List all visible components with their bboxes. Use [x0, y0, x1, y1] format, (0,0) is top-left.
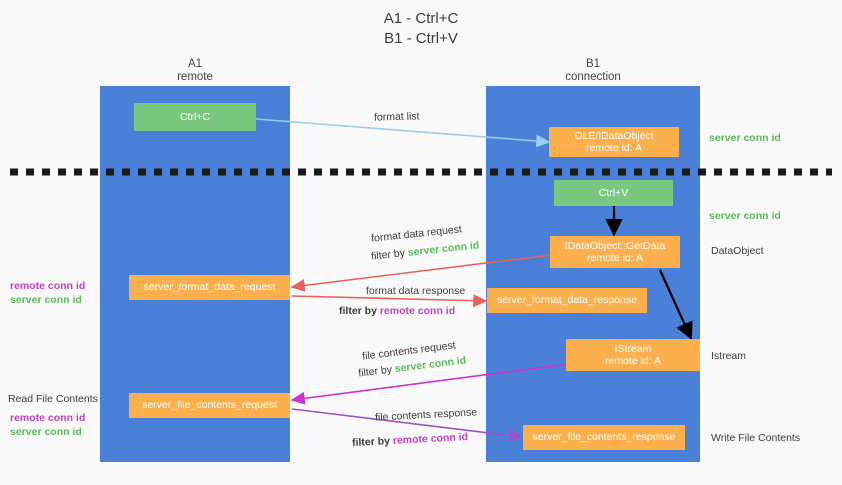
page-title: A1 - Ctrl+C B1 - Ctrl+V [0, 9, 842, 49]
edge-label-format-data-response-filter: filter by remote conn id [339, 305, 455, 318]
box-server-format-data-request-label: server_format_data_request [143, 281, 276, 294]
lane-header-b1-sub: connection [565, 71, 621, 83]
box-istream-line1: IStream [614, 342, 652, 355]
filter-value-remote-conn-id-2: remote conn id [392, 430, 469, 447]
title-line-2: B1 - Ctrl+V [384, 30, 458, 47]
lane-header-b1-name: B1 [585, 58, 601, 70]
box-idataobject-getdata-line1: IDataObject::GetData [564, 239, 666, 252]
box-server-file-contents-request-label: server_file_contents_request [142, 399, 277, 412]
right-label-istream: Istream [711, 350, 747, 362]
box-istream[interactable]: IStream remote id: A [566, 339, 700, 371]
box-server-file-contents-request[interactable]: server_file_contents_request [129, 393, 290, 418]
box-istream-line2: remote id: A [604, 355, 662, 367]
box-server-file-contents-response[interactable]: server_file_contents_response [523, 425, 685, 450]
box-server-format-data-request[interactable]: server_format_data_request [129, 275, 290, 300]
right-label-server-conn-id-1: server conn id [709, 132, 781, 144]
right-label-write-file-contents: Write File Contents [711, 432, 801, 444]
box-ole-idataobject[interactable]: OLE/IDataObject remote id: A [549, 127, 679, 157]
right-label-server-conn-id-2: server conn id [709, 210, 781, 222]
lane-header-a1-name: A1 [187, 58, 203, 70]
filter-prefix-2: filter by [339, 305, 380, 317]
edge-label-format-data-response: format data response [366, 285, 466, 297]
title-line-1: A1 - Ctrl+C [383, 10, 459, 27]
right-label-dataobject: DataObject [711, 245, 764, 257]
arrow-format-data-response [291, 294, 488, 308]
box-ole-idataobject-line1: OLE/IDataObject [574, 129, 654, 142]
arrow-format-data-request [290, 254, 552, 292]
left-label-server-conn-id-1: server conn id [10, 294, 82, 306]
lane-header-b1: B1 connection [503, 58, 683, 84]
arrow-getdata-to-istream [658, 269, 693, 341]
box-server-file-contents-response-label: server_file_contents_response [532, 431, 676, 444]
arrow-format-list [255, 118, 551, 148]
box-ctrl-c-label: Ctrl+C [179, 110, 211, 123]
left-label-remote-conn-id-1: remote conn id [10, 280, 86, 292]
box-server-format-data-response[interactable]: server_format_data_response [487, 288, 647, 313]
box-ctrl-v[interactable]: Ctrl+V [554, 180, 673, 206]
lane-header-a1: A1 remote [105, 58, 285, 84]
box-idataobject-getdata[interactable]: IDataObject::GetData remote id: A [550, 236, 680, 268]
edge-label-format-list: format list [373, 110, 420, 124]
left-label-remote-conn-id-2: remote conn id [10, 412, 86, 424]
box-ctrl-v-label: Ctrl+V [598, 186, 629, 199]
box-ole-idataobject-line2: remote id: A [585, 142, 643, 154]
box-server-format-data-response-label: server_format_data_response [496, 294, 638, 307]
filter-prefix-4: filter by [351, 434, 394, 450]
arrow-file-contents-response [291, 408, 524, 442]
box-ctrl-c[interactable]: Ctrl+C [134, 103, 256, 131]
filter-prefix-1: filter by [370, 246, 409, 263]
arrow-file-contents-request [290, 363, 569, 405]
lane-header-a1-sub: remote [177, 71, 213, 83]
filter-value-remote-conn-id-1: remote conn id [379, 305, 456, 317]
box-idataobject-getdata-line2: remote id: A [586, 252, 644, 264]
left-label-read-file-contents: Read File Contents [8, 393, 98, 405]
left-label-server-conn-id-2: server conn id [10, 426, 82, 438]
